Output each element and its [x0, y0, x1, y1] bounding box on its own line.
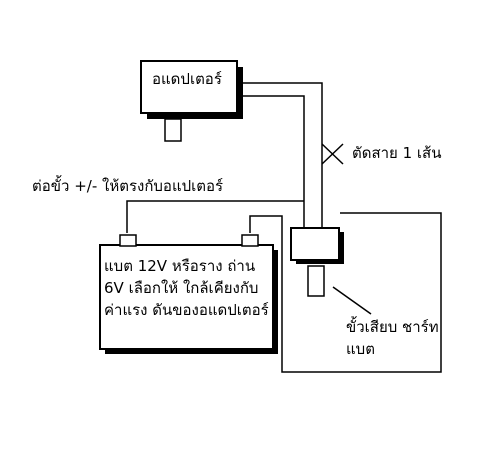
cable-wire-inner — [243, 95, 305, 232]
cut-mark-b — [321, 143, 344, 165]
adapter-prong — [164, 118, 182, 142]
cut-wire-label: ตัดสาย 1 เส้น — [352, 144, 442, 162]
charge-plug-label: ขั้วเสียบ ชาร์ทแบต — [346, 318, 439, 358]
polarity-label: ต่อขั้ว +/- ให้ตรงกับอแปเตอร์ — [32, 177, 224, 195]
plug-pointer-line — [332, 286, 372, 315]
charge-plug-tip — [307, 265, 325, 297]
adapter-box — [140, 60, 238, 114]
cable-wire-outer — [243, 82, 323, 232]
battery-box — [99, 244, 274, 350]
battery-terminal-left — [119, 234, 137, 247]
battery-terminal-right — [241, 234, 259, 247]
battery-wire-left — [126, 200, 304, 233]
charge-plug-body — [290, 227, 340, 261]
battery-label: แบต 12V หรือราง ถ่าน 6V เลือกให้ ใกล้เคี… — [104, 257, 269, 319]
battery-wire-right — [249, 212, 442, 373]
adapter-label: อแดปเตอร์ — [152, 70, 222, 88]
